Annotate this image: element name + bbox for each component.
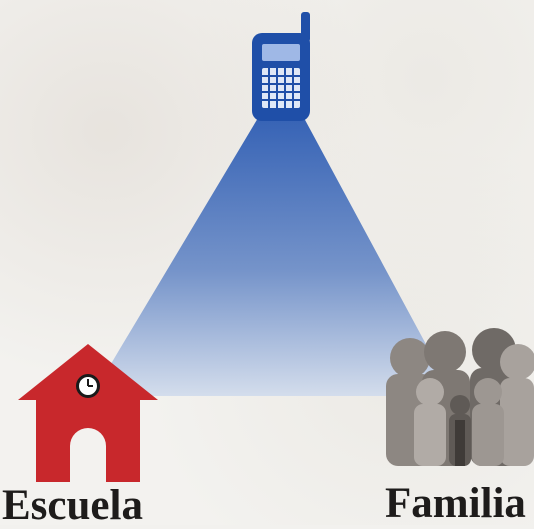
school-house-icon	[18, 344, 158, 482]
family-label: Familia	[385, 480, 526, 527]
family-group-icon	[386, 328, 534, 466]
school-label: Escuela	[2, 482, 143, 529]
signal-beam	[92, 118, 454, 396]
mobile-phone-icon	[252, 12, 310, 121]
